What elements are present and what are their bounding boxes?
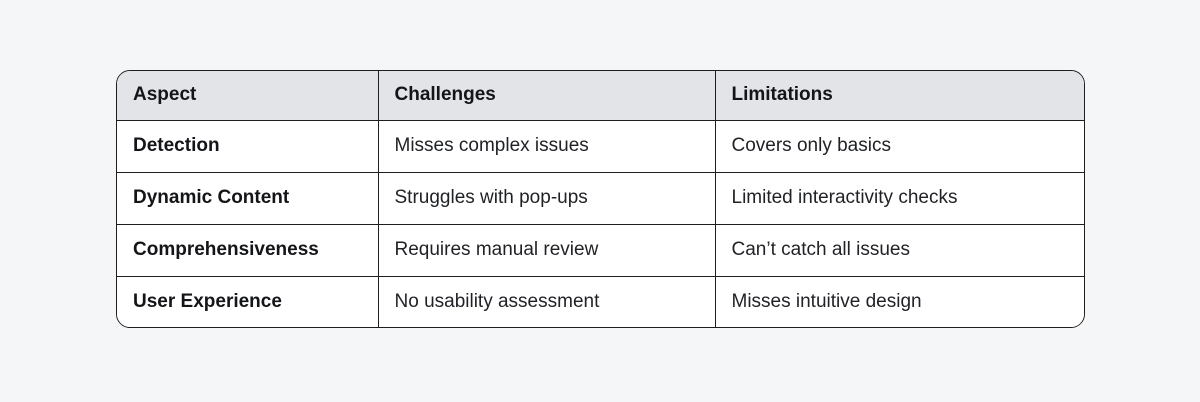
cell-challenge: Struggles with pop-ups	[377, 171, 716, 225]
cell-limitation: Covers only basics	[714, 119, 1084, 173]
column-header-aspect: Aspect	[117, 71, 379, 121]
cell-limitation: Limited interactivity checks	[714, 171, 1084, 225]
cell-aspect: User Experience	[117, 275, 379, 327]
table-row: Dynamic Content Struggles with pop-ups L…	[117, 171, 1084, 225]
cell-aspect: Dynamic Content	[117, 171, 379, 225]
cell-aspect: Detection	[117, 119, 379, 173]
cell-limitation: Can’t catch all issues	[714, 223, 1084, 277]
column-header-limitations: Limitations	[714, 71, 1084, 121]
cell-aspect: Comprehensiveness	[117, 223, 379, 277]
cell-challenge: Requires manual review	[377, 223, 716, 277]
comparison-table: Aspect Challenges Limitations Detection …	[117, 71, 1084, 327]
table-header-row: Aspect Challenges Limitations	[117, 71, 1084, 121]
table-row: Detection Misses complex issues Covers o…	[117, 119, 1084, 173]
comparison-table-card: Aspect Challenges Limitations Detection …	[116, 70, 1085, 328]
cell-challenge: Misses complex issues	[377, 119, 716, 173]
table-row: Comprehensiveness Requires manual review…	[117, 223, 1084, 277]
column-header-challenges: Challenges	[377, 71, 716, 121]
cell-limitation: Misses intuitive design	[714, 275, 1084, 327]
cell-challenge: No usability assessment	[377, 275, 716, 327]
table-row: User Experience No usability assessment …	[117, 275, 1084, 327]
